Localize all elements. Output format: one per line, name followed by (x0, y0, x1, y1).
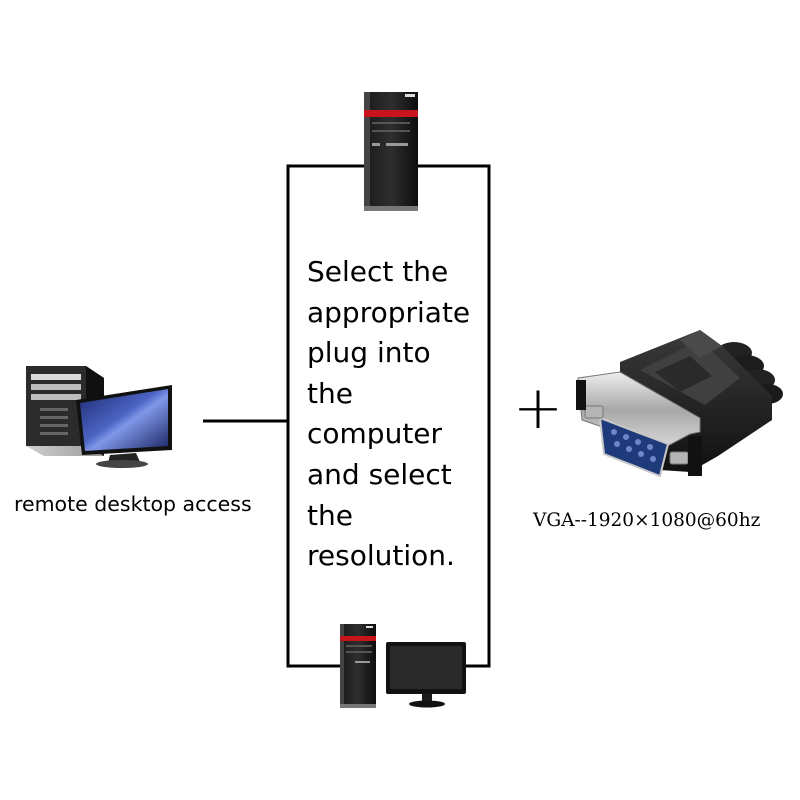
instruction-line: computer (307, 417, 443, 451)
vga-resolution-label: VGA--1920×1080@60hz (533, 510, 761, 531)
left-desktop-computer-icon (26, 366, 172, 468)
bottom-monitor-icon (386, 642, 466, 708)
vga-dummy-plug-icon (576, 330, 783, 478)
instruction-text: Select the appropriate plug into the com… (307, 252, 487, 577)
top-tower-pc-icon (364, 92, 418, 211)
instruction-line: the (307, 376, 353, 410)
plus-icon: + (512, 373, 564, 443)
instruction-line: appropriate (307, 295, 471, 329)
instruction-line: plug into (307, 336, 431, 370)
connection-frame (203, 164, 491, 668)
instruction-line: and select (307, 457, 452, 491)
remote-desktop-label: remote desktop access (14, 492, 252, 516)
instruction-line: the (307, 498, 353, 532)
instruction-line: resolution. (307, 539, 455, 573)
instruction-line: Select the (307, 255, 449, 288)
bottom-tower-pc-icon (340, 624, 376, 708)
frame-right-line (418, 164, 491, 668)
frame-left-line (286, 164, 365, 668)
